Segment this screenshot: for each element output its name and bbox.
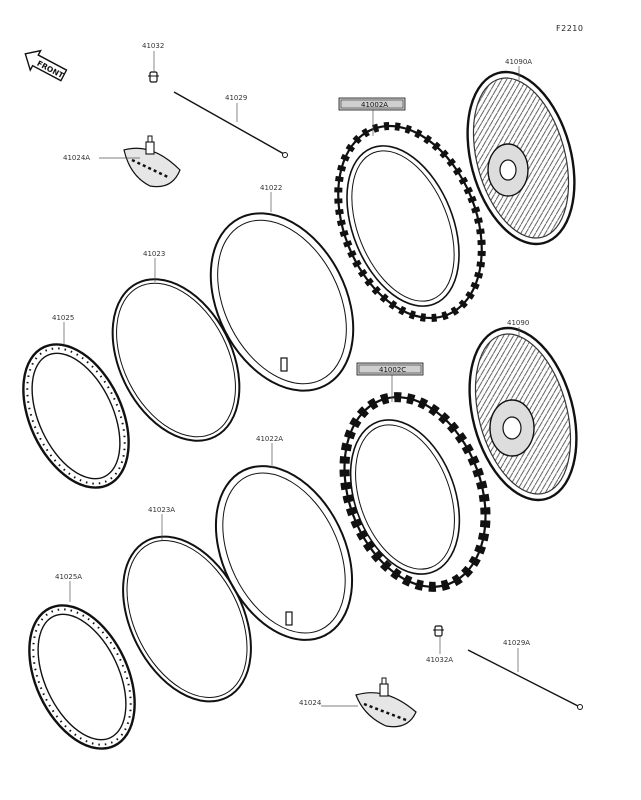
rim-lock-a-part[interactable]	[123, 135, 181, 188]
wheel-assembly-rear-part[interactable]	[452, 316, 594, 512]
label-41022a[interactable]: 41022A	[256, 435, 283, 443]
label-41090[interactable]: 41090	[507, 319, 529, 327]
wheel-assembly-front-part[interactable]	[450, 60, 592, 256]
label-41032[interactable]: 41032	[142, 42, 164, 50]
figure-code: F2210	[556, 24, 584, 33]
leader-lines	[63, 51, 520, 707]
label-box-41002c[interactable]: 41002C	[356, 362, 424, 376]
valve-cap-a-part[interactable]	[433, 625, 444, 637]
label-41025a[interactable]: 41025A	[55, 573, 82, 581]
label-41022[interactable]: 41022	[260, 184, 282, 192]
label-41025[interactable]: 41025	[52, 314, 74, 322]
tire-rear-part[interactable]	[319, 377, 510, 606]
rim-lock-part[interactable]	[355, 677, 417, 728]
label-41002c: 41002C	[379, 366, 406, 374]
rim-part[interactable]	[2, 328, 150, 505]
label-41024a[interactable]: 41024A	[63, 154, 90, 162]
label-41029a[interactable]: 41029A	[503, 639, 530, 647]
label-41090a[interactable]: 41090A	[505, 58, 532, 66]
rim-band-a-part[interactable]	[97, 515, 277, 723]
front-arrow-icon: FRONT	[24, 49, 68, 82]
label-41023[interactable]: 41023	[143, 250, 165, 258]
spoke-part[interactable]	[173, 91, 288, 158]
rim-a-part[interactable]	[8, 589, 156, 766]
label-41023a[interactable]: 41023A	[148, 506, 175, 514]
label-41032a[interactable]: 41032A	[426, 656, 453, 664]
valve-cap-part[interactable]	[148, 71, 159, 83]
spoke-a-part[interactable]	[467, 649, 583, 710]
label-41024[interactable]: 41024	[299, 699, 322, 707]
rim-band-part[interactable]	[87, 258, 265, 462]
tire-front-part[interactable]	[311, 105, 508, 340]
label-box-41002a[interactable]: 41002A	[338, 97, 406, 111]
label-41029[interactable]: 41029	[225, 94, 247, 102]
label-41002a: 41002A	[361, 101, 388, 109]
